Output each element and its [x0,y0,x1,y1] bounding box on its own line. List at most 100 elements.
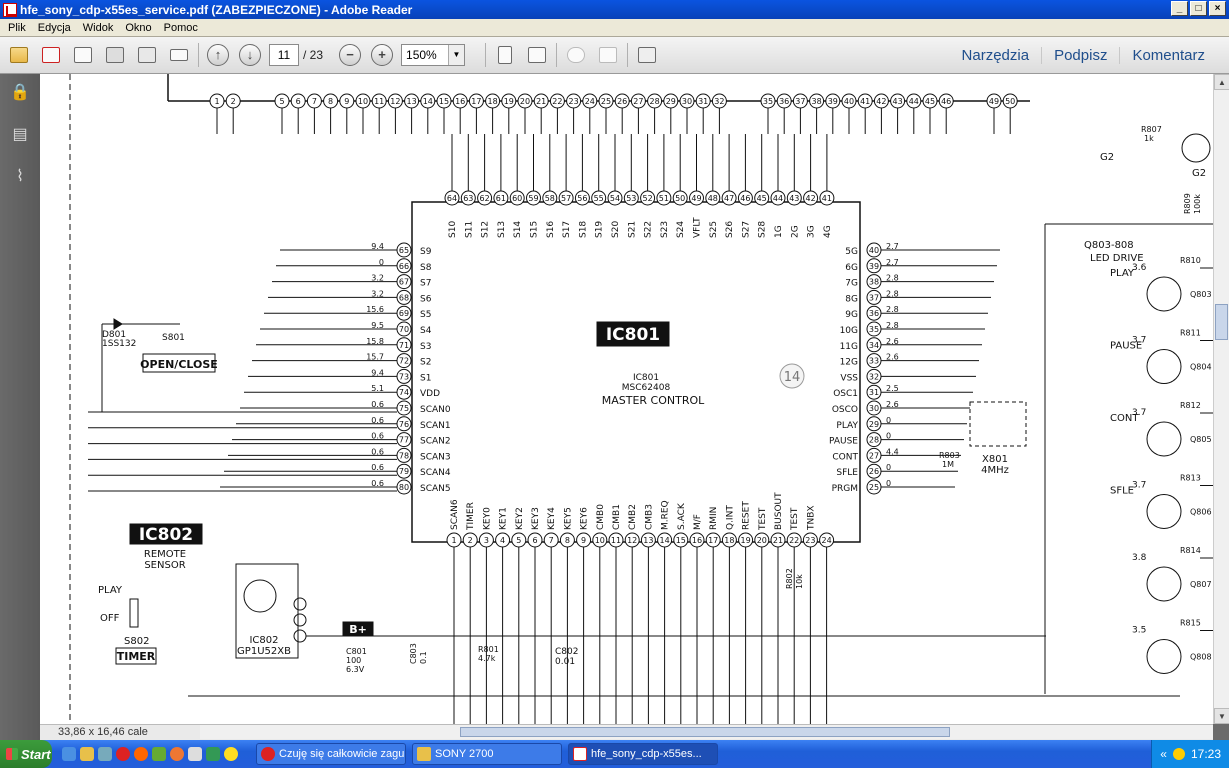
next-page-button[interactable]: ↓ [237,42,263,68]
zoom-value: 150% [406,48,437,62]
app-icon[interactable] [98,747,112,761]
ic801-pin-number: 71 [399,341,409,350]
zoom-out-button[interactable]: − [337,42,363,68]
ic801-pin-label: S17 [562,221,572,238]
vertical-scrollbar[interactable]: ▲ ▼ [1213,74,1229,724]
pages-icon[interactable]: ▤ [12,126,28,143]
open-close-label: OPEN/CLOSE [140,358,218,371]
voltage-label: 2.8 [886,274,899,283]
plus-icon: + [371,44,394,66]
ic801-pin-label: S13 [497,221,507,238]
highlight-button[interactable] [595,42,621,68]
off-label: OFF [100,613,120,624]
app-icon[interactable] [188,747,202,761]
menu-edycja[interactable]: Edycja [37,21,71,34]
email-button[interactable] [166,42,192,68]
create-pdf-button[interactable] [38,42,64,68]
edit-button[interactable] [70,42,96,68]
toolbar-separator [627,43,629,67]
lock-icon[interactable]: 🔒 [10,84,30,101]
c801-val1: 100 [346,656,361,665]
full-screen-button[interactable] [634,42,660,68]
task-adobe-reader[interactable]: hfe_sony_cdp-x55es... [568,743,718,765]
tools-link[interactable]: Narzędzia [961,47,1030,64]
firefox-icon[interactable] [134,747,148,761]
s801-label: S801 [162,333,185,343]
menu-widok[interactable]: Widok [82,21,114,34]
zoom-in-button[interactable]: + [369,42,395,68]
attachment-icon[interactable]: ⌇ [16,168,24,185]
chrome-icon[interactable] [170,747,184,761]
connector-pin-number: 41 [860,97,870,106]
connector-pin-number: 16 [455,97,465,106]
fit-width-button[interactable] [524,42,550,68]
menu-okno[interactable]: Okno [125,21,152,34]
folder-icon[interactable] [80,747,94,761]
scroll-down-button[interactable]: ▼ [1214,708,1229,724]
scroll-up-button[interactable]: ▲ [1214,74,1229,90]
ic801-pin-label: 6G [845,263,858,273]
menu-pomoc[interactable]: Pomoc [163,21,198,34]
zoom-select[interactable]: 150% ▼ [401,44,466,66]
fit-page-button[interactable] [492,42,518,68]
print-button[interactable] [134,42,160,68]
voltage-label: 3.5 [1132,626,1146,636]
led-drive-stages: Q803R8103.6PLAYQ804R8113.7PAUSEQ805R8123… [1110,256,1213,674]
envelope-icon [170,49,188,61]
ic801-pin-number: 56 [577,194,587,203]
open-file-button[interactable] [6,42,32,68]
maximize-button[interactable]: □ [1190,1,1207,16]
c802-val: 0.01 [555,657,575,667]
transistor-label: Q808 [1190,653,1212,662]
comment-button[interactable] [563,42,589,68]
hscroll-thumb[interactable] [460,727,950,737]
task-opera[interactable]: Czuję się całkowicie zagu... [256,743,406,765]
previous-page-button[interactable]: ↑ [205,42,231,68]
page-number-input[interactable]: 11 [269,44,299,66]
sign-link[interactable]: Podpisz [1041,47,1119,64]
sun-icon[interactable] [224,747,238,761]
ic802-desc2: SENSOR [144,560,185,571]
open-close-box [142,353,216,373]
r801-label: R801 [478,645,499,654]
ic801-pin-number: 79 [399,467,409,476]
start-button[interactable]: Start [0,740,52,768]
scroll-thumb[interactable] [1215,304,1228,340]
utorrent-icon[interactable] [206,747,220,761]
ic801-pin-label: 1G [774,225,784,238]
connector-pin-number: 17 [471,97,481,106]
connector-pin-number: 20 [520,97,530,106]
desktop-icon[interactable] [62,747,76,761]
voltage-label: 3.7 [1132,408,1146,418]
ic801-pin-label: KEY3 [531,507,541,530]
ic801-pin-number: 41 [822,194,832,203]
play-label: PLAY [98,585,123,596]
c801-val2: 6.3V [346,665,365,674]
ic801-pin-label: CMB3 [644,504,654,530]
comment-link[interactable]: Komentarz [1119,47,1217,64]
ic801-pin-label: OSCO [832,405,858,415]
horizontal-scrollbar[interactable] [200,725,1213,739]
clock: 17:23 [1190,747,1221,761]
task-folder[interactable]: SONY 2700 [412,743,562,765]
ic801-pin-label: KEY0 [482,507,492,530]
save-button[interactable] [102,42,128,68]
minimize-button[interactable]: _ [1171,1,1188,16]
close-button[interactable]: × [1209,1,1226,16]
transistor-label: Q804 [1190,363,1212,372]
ic801-pin-label: 3G [807,225,817,238]
ic801-pin-label: S11 [464,221,474,238]
winamp-icon[interactable] [152,747,166,761]
folder-icon [417,747,431,761]
tray-expand-icon[interactable]: « [1160,747,1167,761]
voltage-label: 0 [886,416,891,425]
ic801-pin-label: CMB2 [628,504,638,530]
notification-icon[interactable] [1172,748,1185,760]
chevron-down-icon[interactable]: ▼ [448,45,465,65]
ic801-pin-label: S12 [481,221,491,238]
ic801-pin-label: KEY5 [563,507,573,530]
voltage-label: 15.7 [366,353,384,362]
opera-icon[interactable] [116,747,130,761]
menu-plik[interactable]: Plik [8,21,26,34]
